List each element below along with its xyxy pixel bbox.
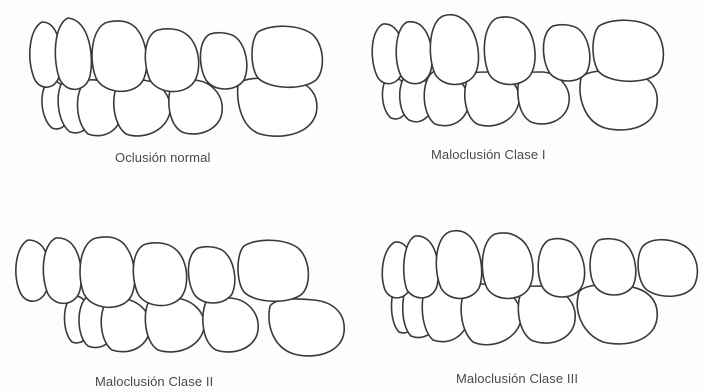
tooth	[43, 238, 81, 303]
upper-arch	[30, 18, 323, 92]
tooth	[638, 240, 697, 297]
tooth	[404, 236, 439, 298]
tooth	[269, 299, 344, 356]
caption-class-i: Maloclusión Clase I	[431, 147, 546, 162]
upper-arch	[372, 15, 663, 85]
tooth	[252, 26, 322, 87]
normal-occlusion-drawing	[0, 0, 350, 195]
tooth	[55, 18, 91, 89]
class-i-drawing	[355, 0, 703, 195]
panel-class-ii-malocclusion: Maloclusión Clase II	[0, 200, 350, 392]
tooth	[80, 237, 135, 307]
class-ii-drawing	[0, 200, 350, 392]
tooth	[482, 233, 533, 299]
tooth	[203, 298, 258, 352]
tooth	[593, 20, 663, 81]
caption-class-ii: Maloclusión Clase II	[95, 374, 213, 389]
upper-arch	[16, 237, 309, 307]
tooth	[145, 29, 198, 92]
panel-class-i-malocclusion: Maloclusión Clase I	[355, 0, 703, 195]
caption-class-iii: Maloclusión Clase III	[456, 371, 578, 386]
tooth	[145, 298, 204, 352]
tooth	[436, 231, 481, 299]
tooth	[238, 240, 308, 301]
tooth	[590, 239, 636, 295]
tooth	[188, 247, 234, 303]
tooth	[543, 25, 589, 81]
tooth	[200, 33, 246, 89]
tooth	[396, 22, 432, 84]
tooth	[430, 15, 478, 85]
caption-normal-occlusion: Oclusión normal	[115, 150, 210, 165]
panel-class-iii-malocclusion: Maloclusión Clase III	[355, 200, 703, 392]
tooth	[92, 21, 147, 91]
class-iii-drawing	[355, 200, 703, 392]
tooth	[484, 17, 535, 85]
tooth	[538, 239, 584, 297]
panel-normal-occlusion: Oclusión normal	[0, 0, 350, 195]
tooth	[133, 243, 186, 306]
